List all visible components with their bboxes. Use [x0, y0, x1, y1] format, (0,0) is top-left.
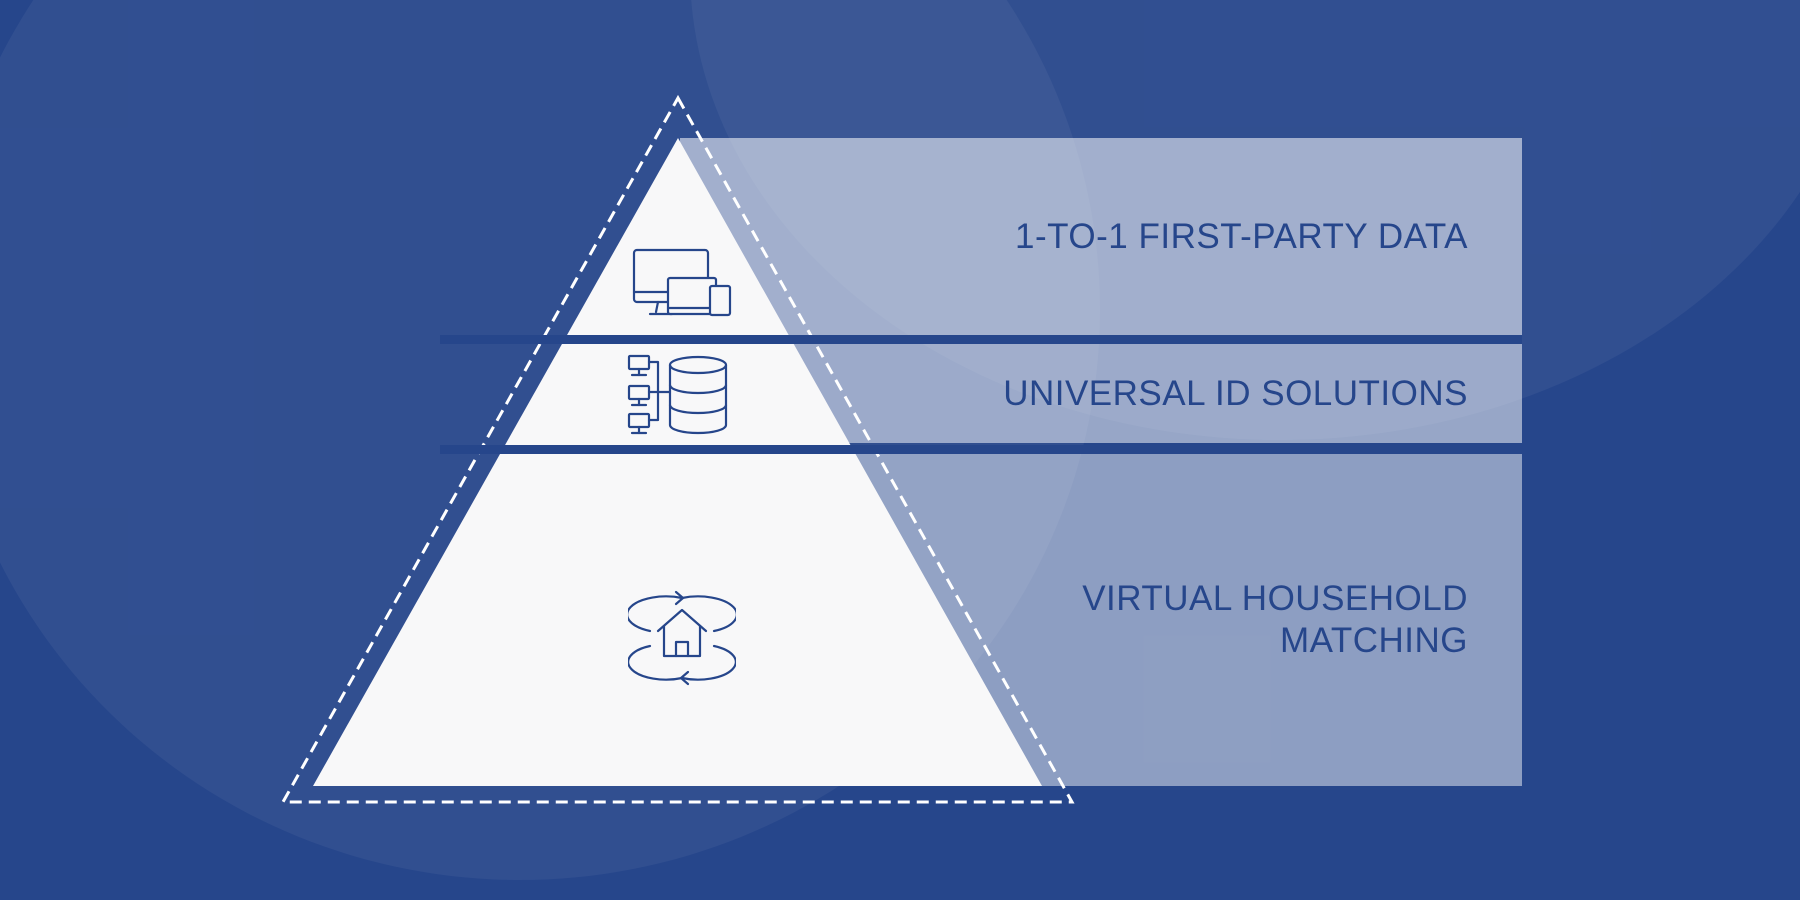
level-label-bottom: VIRTUAL HOUSEHOLD MATCHING [1082, 579, 1468, 660]
devices-icon [632, 248, 732, 317]
level-label-middle: UNIVERSAL ID SOLUTIONS [1003, 373, 1468, 413]
database-network-icon [627, 354, 728, 435]
level-label-top: 1-TO-1 FIRST-PARTY DATA [1015, 216, 1468, 256]
band-top: 1-TO-1 FIRST-PARTY DATA [680, 138, 1522, 335]
tier-divider-upper [440, 335, 1522, 344]
household-sync-icon [628, 590, 736, 686]
pyramid-shape [313, 138, 1042, 786]
tier-divider-lower [440, 445, 1522, 454]
